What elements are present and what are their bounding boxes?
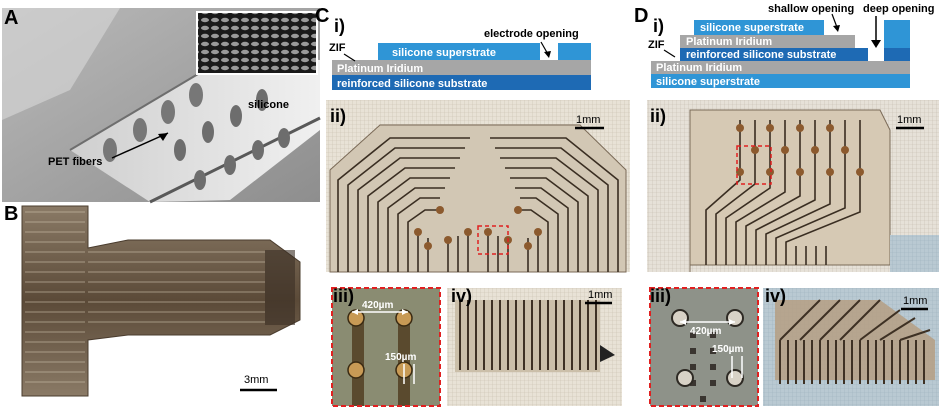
c-iii-150-label: 150µm	[385, 352, 416, 363]
panel-c-ii: ii)	[330, 106, 346, 126]
c-metal-label: Platinum Iridium	[337, 63, 423, 75]
silicone-label: silicone	[248, 99, 289, 111]
d-ii-traces	[705, 120, 861, 265]
panel-d-i: i)	[653, 16, 664, 36]
pet-fiber-bumps	[103, 83, 290, 190]
d-metal-bottom-label: Platinum Iridium	[656, 62, 742, 74]
scalebar-b-label: 3mm	[244, 374, 268, 386]
device-b-traces	[25, 211, 265, 383]
c-iii-420-label: 420µm	[362, 300, 393, 311]
c-electrode-opening-label: electrode opening	[484, 28, 579, 40]
d-iii-frame	[649, 287, 759, 407]
panel-letter-c: C	[315, 5, 329, 27]
d-metal-top-layer	[680, 35, 855, 48]
d-substrate-layer	[680, 48, 868, 61]
panel-c: C i) silicone superstrate Platinum Iridi…	[315, 5, 630, 407]
c-ii-zoom-box	[477, 225, 509, 255]
d-iv-traces	[779, 299, 931, 384]
c-zif-label: ZIF	[329, 42, 346, 54]
d-metal-top-label: Platinum Iridium	[686, 36, 772, 48]
c-iv-traces	[459, 300, 597, 370]
d-superstrate-top-layer	[694, 20, 824, 35]
d-ii-electrodes	[736, 124, 864, 176]
d-metal-bottom-layer	[651, 61, 910, 74]
d-ii-scalebar-label: 1mm	[897, 114, 921, 126]
silicone-strip	[70, 55, 320, 202]
c-ii-electrodes	[414, 206, 542, 250]
panel-d-iii: iii)	[650, 286, 671, 306]
c-iv-scalebar-label: 1mm	[588, 289, 612, 301]
pet-fibers-label: PET fibers	[48, 156, 102, 168]
panel-letter-d: D	[634, 5, 648, 27]
c-substrate-label: reinforced silicone substrate	[337, 78, 487, 90]
d-superstrate-bottom-layer	[651, 74, 910, 88]
panel-a: A silicone PET fibers	[2, 7, 321, 204]
panel-c-iii: iii)	[333, 286, 354, 306]
panel-d: D i) silicone superstrate Platinum Iridi…	[634, 3, 939, 407]
d-iii-150-label: 150µm	[712, 344, 743, 355]
d-ii-zoom-box	[736, 145, 772, 185]
d-substrate-label: reinforced silicone substrate	[686, 49, 836, 61]
c-iii-photo	[332, 288, 440, 406]
pet-arrow	[111, 132, 169, 159]
panel-c-iv: iv)	[451, 286, 472, 306]
d-iii-photo	[650, 288, 758, 406]
device-photo-b	[21, 205, 301, 397]
c-substrate-layer	[332, 75, 591, 90]
d-zif-label: ZIF	[648, 39, 665, 51]
d-shallow-opening-label: shallow opening	[768, 3, 854, 15]
d-deep-opening-label: deep opening	[863, 3, 935, 15]
c-ii-scalebar-label: 1mm	[576, 114, 600, 126]
panel-c-i: i)	[334, 16, 345, 36]
d-superstrate-bottom-label: silicone superstrate	[656, 76, 760, 88]
c-iii-frame	[331, 287, 441, 407]
d-iii-420-label: 420µm	[690, 326, 721, 337]
panel-b: B 3mm	[4, 203, 301, 397]
panel-letter-a: A	[4, 7, 18, 29]
panel-d-iv: iv)	[765, 286, 786, 306]
c-ii-traces	[337, 137, 619, 272]
c-superstrate-layer	[378, 43, 540, 60]
c-iii-electrodes	[347, 309, 413, 379]
d-iv-scalebar-label: 1mm	[903, 295, 927, 307]
c-superstrate-label: silicone superstrate	[392, 47, 496, 59]
d-superstrate-top-label: silicone superstrate	[700, 22, 804, 34]
woven-inset	[196, 11, 318, 75]
panel-d-ii: ii)	[650, 106, 666, 126]
panel-letter-b: B	[4, 203, 18, 225]
c-metal-layer	[332, 60, 591, 75]
